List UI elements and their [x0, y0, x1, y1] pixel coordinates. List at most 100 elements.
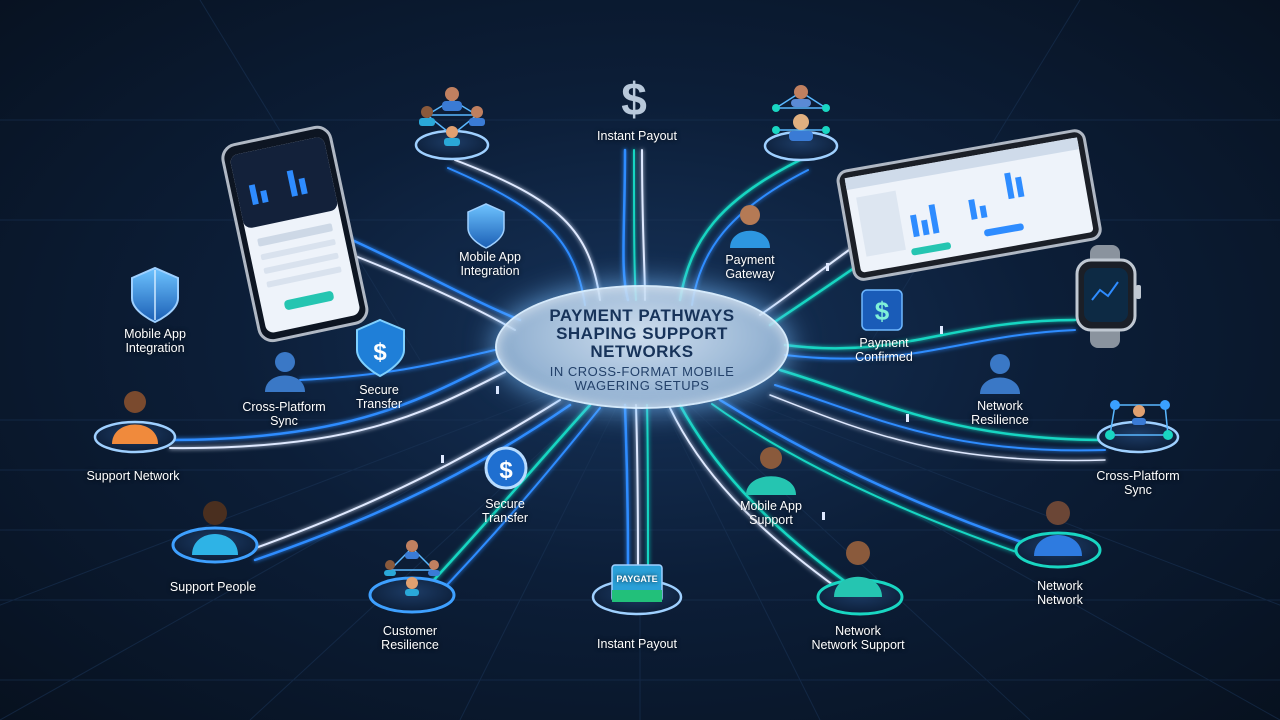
central-hub: PAYMENT PATHWAYS SHAPING SUPPORT NETWORK… — [495, 285, 789, 409]
line-watch-2 — [784, 329, 1076, 360]
hub-subtitle: IN CROSS-FORMAT MOBILE WAGERING SETUPS — [497, 365, 787, 393]
line-top-1 — [622, 148, 630, 302]
label-secure-transfer-upper: Secure Transfer — [356, 383, 402, 411]
line-lr-2 — [669, 407, 841, 591]
payment-confirmed-icon: $ — [861, 289, 903, 331]
label-line: Resilience — [381, 638, 439, 652]
line-phone-1 — [328, 228, 522, 322]
label-cross-platform-sync-right: Cross-Platform Sync — [1096, 469, 1179, 497]
label-line: Sync — [1124, 483, 1152, 497]
hub-title: PAYMENT PATHWAYS SHAPING SUPPORT NETWORK… — [497, 307, 787, 361]
line-right-3 — [769, 394, 1106, 462]
label-line: Network — [835, 624, 881, 638]
payment-box-badge: PAYGATE — [616, 574, 658, 584]
line-lr-4 — [711, 403, 1026, 556]
line-tl-1 — [454, 159, 601, 301]
svg-text:$: $ — [875, 296, 890, 326]
label-payment-confirmed: Payment Confirmed — [855, 336, 913, 364]
line-bottom-3 — [646, 404, 649, 566]
shield-left-icon — [131, 266, 179, 324]
label-mobile-app-integration-center: Mobile App Integration — [459, 250, 521, 278]
person-support-people-icon — [192, 501, 238, 555]
line-right-2 — [774, 384, 1106, 452]
line-tr-1 — [678, 158, 802, 302]
label-network-support: Network Network Support — [811, 624, 904, 652]
smartwatch-device — [1075, 245, 1141, 348]
team-cluster-top-left-icon — [419, 87, 485, 146]
person-network-support-icon — [834, 541, 882, 597]
label-line: Payment — [859, 336, 909, 350]
label-instant-payout-bottom: Instant Payout — [597, 637, 677, 651]
svg-text:$: $ — [373, 339, 387, 366]
network-cluster-right-icon — [1105, 400, 1173, 440]
shield-mobile-app-icon — [467, 203, 505, 249]
line-phone-2 — [339, 249, 516, 331]
line-ll-2 — [253, 403, 572, 562]
line-bottom-1 — [623, 403, 630, 567]
label-line: Integration — [125, 341, 185, 355]
hub-title-line: SHAPING SUPPORT — [556, 324, 728, 343]
label-line: Transfer — [481, 511, 529, 525]
line-ll-4 — [427, 407, 601, 606]
line-ll-1 — [249, 399, 561, 551]
label-payment-gateway: Payment Gateway — [725, 253, 774, 281]
shield-secure-transfer-upper-icon: $ — [356, 318, 405, 378]
person-support-network-icon — [112, 391, 158, 444]
line-tl-2 — [447, 167, 586, 306]
label-line: Network — [977, 399, 1023, 413]
label-line: Payment — [725, 253, 775, 267]
label-line: Mobile App — [124, 327, 186, 341]
label-line: Support People — [169, 580, 257, 594]
line-left-2 — [169, 371, 506, 450]
label-line: Instant Payout — [597, 637, 677, 651]
dollar-sign-top-icon: $ — [621, 73, 647, 125]
payment-box-icon — [611, 564, 663, 602]
label-line: Gateway — [725, 267, 775, 281]
label-mobile-app-integration-left: Mobile App Integration — [124, 327, 186, 355]
line-left-3 — [299, 349, 496, 381]
hub-subtitle-line: WAGERING SETUPS — [574, 378, 710, 393]
label-network-network: Network Network — [1037, 579, 1083, 607]
svg-text:$: $ — [621, 73, 647, 125]
team-cluster-top-right-icon — [772, 85, 830, 141]
line-top-3 — [641, 149, 646, 301]
team-cluster-customer-icon — [384, 540, 440, 596]
line-ll-3 — [418, 403, 592, 597]
hub-title-line: PAYMENT PATHWAYS — [549, 306, 735, 325]
label-line: Transfer — [355, 397, 403, 411]
hub-title-line: NETWORKS — [590, 342, 694, 361]
label-mobile-app-support: Mobile App Support — [740, 499, 802, 527]
label-line: Network Support — [811, 638, 905, 652]
label-line: Secure — [485, 497, 525, 511]
person-mobile-app-support-icon — [746, 447, 796, 495]
line-right-1 — [778, 368, 1107, 442]
label-line: Secure — [359, 383, 399, 397]
label-line: Support Network — [86, 469, 180, 483]
label-line: Sync — [270, 414, 298, 428]
hub-subtitle-line: IN CROSS-FORMAT MOBILE — [549, 364, 735, 379]
line-bottom-2 — [635, 404, 639, 566]
label-line: Cross-Platform — [242, 400, 326, 414]
label-line: Integration — [460, 264, 520, 278]
svg-text:$: $ — [499, 457, 513, 484]
coin-secure-transfer-lower-icon: $ — [484, 446, 528, 490]
label-cross-platform-sync-left: Cross-Platform Sync — [242, 400, 325, 428]
label-line: Support — [749, 513, 793, 527]
label-line: Network — [1037, 593, 1083, 607]
label-support-network: Support Network — [86, 469, 179, 483]
line-left-1 — [168, 358, 502, 442]
line-tr-2 — [691, 169, 809, 306]
label-line: Mobile App — [459, 250, 521, 264]
person-network-resilience-icon — [980, 354, 1020, 394]
connection-lines — [168, 148, 1107, 606]
label-line: Customer — [382, 624, 438, 638]
label-line: Cross-Platform — [1096, 469, 1180, 483]
line-lr-1 — [678, 403, 852, 587]
label-line: Instant Payout — [597, 129, 677, 143]
line-top-2 — [633, 149, 637, 301]
label-line: Confirmed — [855, 350, 913, 364]
label-line: Network — [1037, 579, 1083, 593]
smartphone-device — [221, 125, 369, 343]
